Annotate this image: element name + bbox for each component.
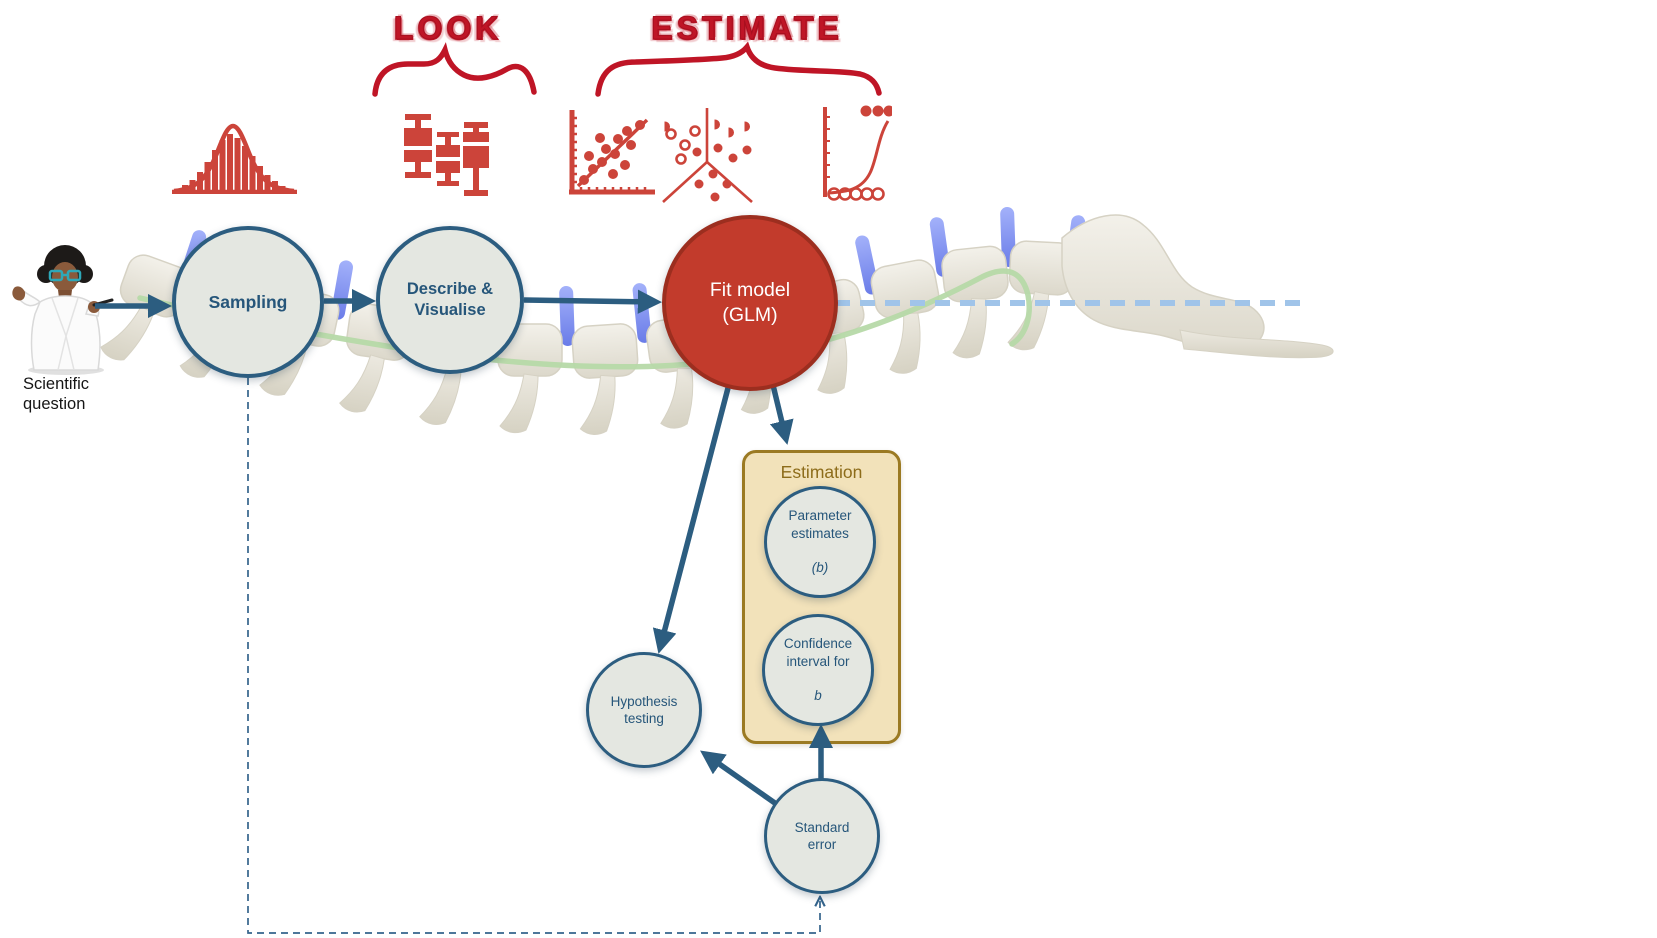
scientific-question-label: Scientific question bbox=[23, 375, 90, 414]
histogram-density-icon bbox=[172, 123, 297, 194]
look-title: LOOK bbox=[393, 10, 503, 47]
arrow-stderror-to-hypothesis bbox=[700, 750, 784, 811]
node-standard-error: Standard error bbox=[764, 778, 880, 894]
logistic-curve-icon bbox=[823, 105, 892, 201]
node-fit-model: Fit model (GLM) bbox=[662, 215, 838, 391]
sacrum-tail bbox=[1061, 214, 1334, 359]
parameter-symbol: (b) bbox=[811, 560, 829, 576]
node-confidence-interval: Confidence interval for b bbox=[762, 614, 874, 726]
node-hypothesis-testing: Hypothesis testing bbox=[586, 652, 702, 768]
estimation-box-title: Estimation bbox=[780, 462, 863, 482]
node-describe-visualise: Describe & Visualise bbox=[376, 226, 524, 374]
scientist-illustration bbox=[12, 245, 114, 375]
arrow-fitmodel-to-estimation bbox=[769, 384, 794, 445]
arrow-describe-to-fitmodel bbox=[523, 289, 663, 314]
feedback-dashed-path bbox=[247, 378, 820, 934]
boxplots-icon bbox=[404, 114, 489, 196]
confidence-symbol: b bbox=[814, 688, 822, 704]
estimate-brace bbox=[595, 41, 882, 97]
node-sampling: Sampling bbox=[172, 226, 324, 378]
estimate-title: ESTIMATE bbox=[651, 10, 843, 47]
arrow-fitmodel-to-hypothesis bbox=[652, 387, 731, 654]
grouped-scatter-icon bbox=[662, 108, 753, 203]
look-brace bbox=[372, 42, 537, 97]
node-parameter-estimates: Parameter estimates (b) bbox=[764, 486, 876, 598]
scatter-regression-icon bbox=[569, 110, 655, 195]
